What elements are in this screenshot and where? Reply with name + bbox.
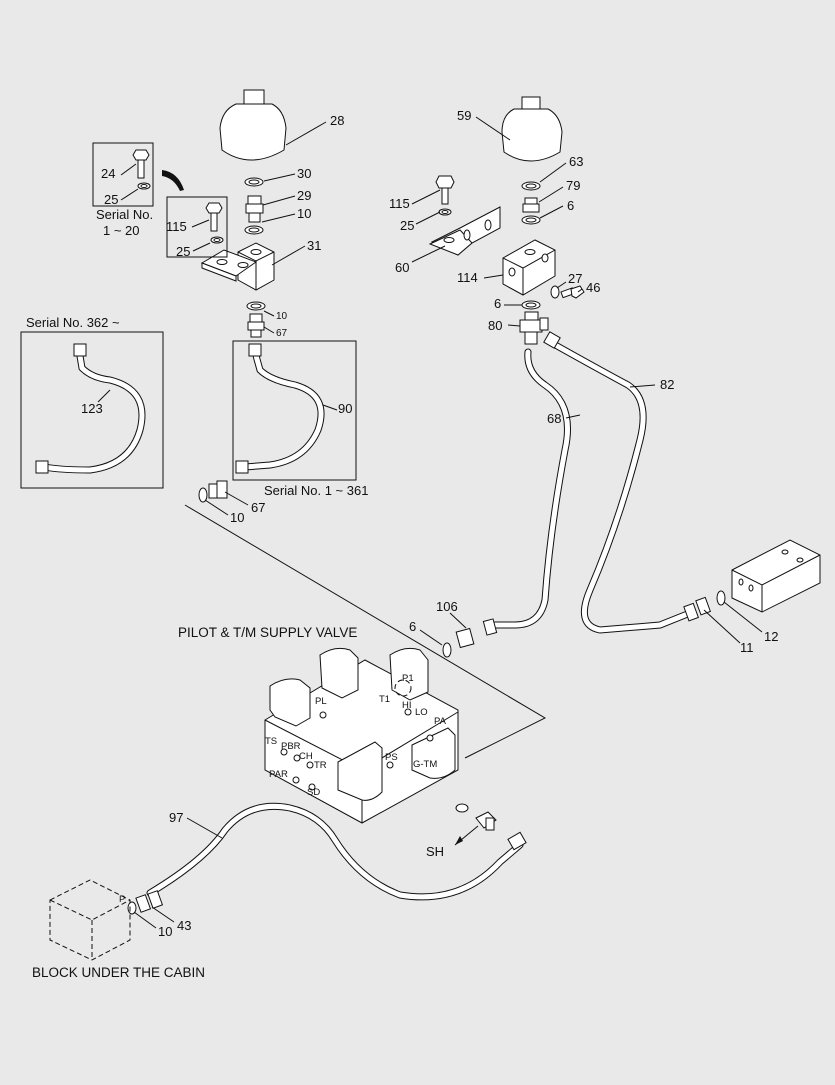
callout-6-a: 6 <box>567 198 574 213</box>
callout-115-b: 115 <box>389 196 410 211</box>
callout-67-b: 67 <box>251 500 265 515</box>
callout-97: 97 <box>169 810 183 825</box>
block-31 <box>237 242 275 291</box>
callout-25-a: 25 <box>104 192 118 207</box>
fittings-106 <box>442 618 498 658</box>
callout-46: 46 <box>586 280 600 295</box>
callout-90: 90 <box>338 401 352 416</box>
port-pa: PA <box>434 716 447 727</box>
callout-numbers: 28 30 29 10 31 10 67 24 25 115 25 90 123… <box>81 108 778 939</box>
callout-123: 123 <box>81 401 103 416</box>
port-lo: LO <box>415 707 428 718</box>
fittings-column-left <box>244 177 264 235</box>
caption-cabin-block: BLOCK UNDER THE CABIN <box>32 965 205 980</box>
callout-115-a: 115 <box>166 219 187 234</box>
port-labels: PL P1 T1 HI LO PA TS PBR CH TR PAR SD PS… <box>119 673 447 905</box>
callout-114: 114 <box>457 270 478 285</box>
accumulator-28 <box>219 89 287 161</box>
callout-28: 28 <box>330 113 344 128</box>
callout-6-c: 6 <box>409 619 416 634</box>
port-p1: P1 <box>402 673 414 684</box>
callout-10-d: 10 <box>158 924 172 939</box>
fittings-11-12 <box>683 590 726 622</box>
pilot-valve-block <box>264 647 459 824</box>
caption-serial-1-361: Serial No. 1 ~ 361 <box>264 483 368 498</box>
inset-serial-1-361 <box>232 340 357 481</box>
captions: PILOT & T/M SUPPLY VALVE BLOCK UNDER THE… <box>26 207 444 980</box>
hose-82 <box>543 331 694 634</box>
port-tr: TR <box>314 760 327 771</box>
port-p: P <box>119 894 125 905</box>
callout-82: 82 <box>660 377 674 392</box>
callout-80: 80 <box>488 318 502 333</box>
callout-30: 30 <box>297 166 311 181</box>
port-ch: CH <box>299 751 313 762</box>
block-114 <box>502 239 556 296</box>
bolt-115-right <box>435 175 455 216</box>
fittings-67-10 <box>198 480 228 503</box>
fittings-below-31 <box>246 301 266 338</box>
callout-11: 11 <box>740 640 754 655</box>
fittings-column-right <box>521 181 541 225</box>
callout-6-b: 6 <box>494 296 501 311</box>
callout-63: 63 <box>569 154 583 169</box>
callout-27: 27 <box>568 271 582 286</box>
hose-68 <box>491 348 571 629</box>
callout-24: 24 <box>101 166 115 181</box>
callout-60: 60 <box>395 260 409 275</box>
callout-10-a: 10 <box>297 206 311 221</box>
callout-25-b: 25 <box>176 244 190 259</box>
block-under-cabin <box>49 879 131 961</box>
port-par: PAR <box>269 769 288 780</box>
callout-79: 79 <box>566 178 580 193</box>
inset-serial-362 <box>20 331 164 489</box>
caption-sh: SH <box>426 844 444 859</box>
callout-106: 106 <box>436 599 458 614</box>
fittings-sh <box>454 803 497 846</box>
accumulator-59 <box>501 96 563 162</box>
callout-31: 31 <box>307 238 321 253</box>
callout-29: 29 <box>297 188 311 203</box>
caption-pilot-valve: PILOT & T/M SUPPLY VALVE <box>178 625 357 640</box>
port-pbr: PBR <box>281 741 301 752</box>
callout-10-c: 10 <box>230 510 244 525</box>
inset-serial-1-20 <box>92 142 184 207</box>
caption-serial-1-20-b: 1 ~ 20 <box>103 223 140 238</box>
port-sd: SD <box>307 787 320 798</box>
bracket-60 <box>428 206 501 256</box>
callout-67-a: 67 <box>276 328 288 339</box>
callout-10-b: 10 <box>276 311 288 322</box>
port-hi: HI <box>402 700 412 711</box>
hose-97 <box>146 802 527 901</box>
callout-43: 43 <box>177 918 191 933</box>
port-ps: PS <box>385 752 398 763</box>
port-t1: T1 <box>379 694 390 705</box>
fitting-80 <box>519 300 549 345</box>
inset-bolt-115 <box>166 196 228 258</box>
port-pl: PL <box>315 696 327 707</box>
block-right <box>731 539 821 613</box>
port-g-tm: G-TM <box>413 759 437 770</box>
callout-12: 12 <box>764 629 778 644</box>
fittings-43-10 <box>127 890 164 915</box>
bolt-46 <box>550 285 585 299</box>
leader-lines <box>97 116 763 929</box>
callout-59: 59 <box>457 108 471 123</box>
caption-serial-362: Serial No. 362 ~ <box>26 315 120 330</box>
callout-68: 68 <box>547 411 561 426</box>
callout-25-c: 25 <box>400 218 414 233</box>
port-ts: TS <box>265 736 277 747</box>
caption-serial-1-20-a: Serial No. <box>96 207 153 222</box>
leader-outline <box>184 504 547 759</box>
